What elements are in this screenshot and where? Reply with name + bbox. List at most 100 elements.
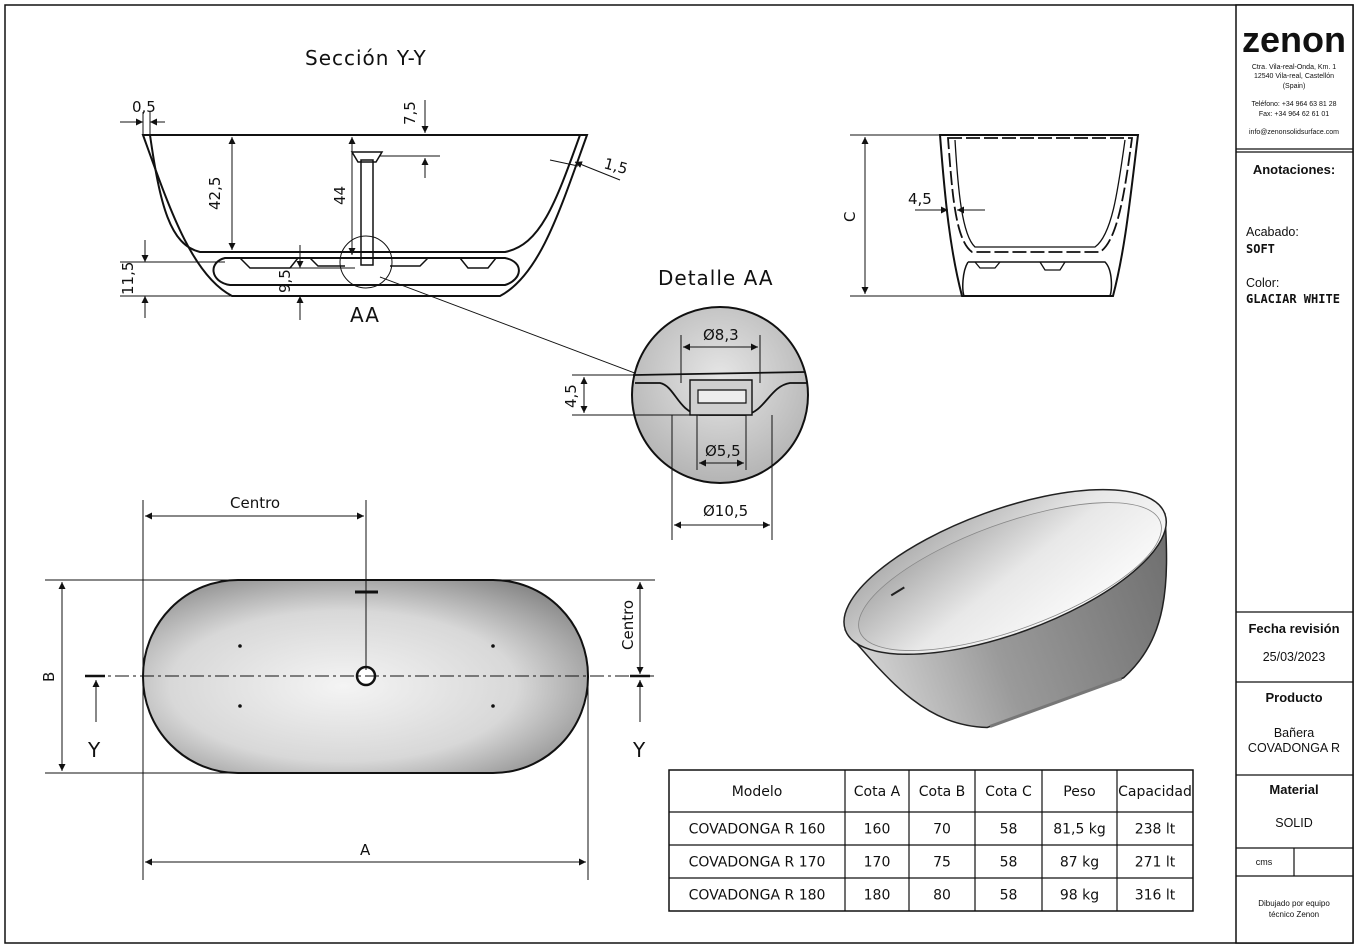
address-line-1: Ctra. Vila-real-Onda, Km. 1: [1252, 64, 1336, 71]
table-cell: 58: [1000, 855, 1018, 871]
table-cell: COVADONGA R 160: [689, 822, 826, 838]
annotations-label: Anotaciones:: [1253, 162, 1335, 177]
dim-centro-x: Centro: [230, 494, 280, 512]
dim-height-c: C: [841, 212, 859, 222]
table-header-cell: Modelo: [732, 784, 783, 800]
color-label: Color:: [1246, 276, 1279, 290]
section-inner-bowl: [148, 134, 582, 253]
dim-side-wall: 4,5: [908, 190, 932, 208]
drawn-by-line-2: técnico Zenon: [1269, 910, 1319, 919]
cut-label-right: Y: [632, 738, 646, 762]
section-view: Sección Y-Y AA 0,5 42,5 44 7,5 1,5: [119, 46, 641, 376]
address-line-3: (Spain): [1283, 83, 1306, 90]
side-base-ribs: [974, 261, 1066, 271]
section-overflow-pipe: [360, 159, 374, 266]
units: cms: [1256, 857, 1273, 867]
table-cell: 170: [864, 855, 891, 871]
product-label: Producto: [1265, 690, 1322, 705]
table-header-cell: Capacidad: [1118, 784, 1192, 800]
material-label: Material: [1269, 782, 1318, 797]
plan-foot: [491, 704, 495, 708]
render-overflow: [890, 586, 905, 597]
table-header-cell: Cota B: [919, 784, 965, 800]
detail-drain-ring: [697, 389, 747, 404]
dim-drain-height: 9,5: [276, 269, 294, 293]
detail-callout-circle: [339, 235, 393, 289]
finish-label: Acabado:: [1246, 225, 1299, 239]
table-cell: 80: [933, 888, 951, 904]
drawn-by-line-1: Dibujado por equipo: [1258, 899, 1330, 908]
side-inner-bowl: [947, 137, 1134, 253]
table-header-cell: Peso: [1063, 784, 1095, 800]
table-cell: 70: [933, 822, 951, 838]
table-cell: 316 lt: [1135, 888, 1176, 904]
table-cell: 160: [864, 822, 891, 838]
table-header-cell: Cota A: [854, 784, 901, 800]
dim-overflow-top: 7,5: [401, 101, 419, 125]
table-cell: 75: [933, 855, 951, 871]
address-line-2: 12540 Vila-real, Castellón: [1254, 73, 1334, 80]
render-3d: [843, 488, 1168, 729]
spec-table: Modelo Cota A Cota B Cota C Peso CapacidadCOV…: [668, 769, 1194, 912]
render-inner: [858, 502, 1162, 651]
dim-centro-y: Centro: [619, 600, 637, 650]
detail-view: Detalle AA Ø8,3 Ø5,5 Ø10,5 4,5: [562, 266, 809, 540]
revision-label: Fecha revisión: [1248, 621, 1339, 636]
dim-detail-h: 4,5: [562, 384, 580, 408]
cut-label-left: Y: [87, 738, 101, 762]
section-title: Sección Y-Y: [305, 46, 427, 70]
dim-rim: 0,5: [132, 98, 156, 116]
side-outer-shell: [938, 134, 1140, 297]
table-cell: 238 lt: [1135, 822, 1176, 838]
dim-width-b: B: [40, 672, 58, 682]
table-header-cell: Cota C: [985, 784, 1032, 800]
section-overflow-head: [350, 151, 384, 163]
product-line-1: Bañera: [1274, 726, 1314, 740]
title-block-frame: [1235, 4, 1354, 944]
brand-logo: zenon: [1242, 19, 1346, 60]
side-view: C 4,5: [841, 134, 1140, 297]
phone: Teléfono: +34 964 63 81 28: [1251, 101, 1336, 108]
fax: Fax: +34 964 62 61 01: [1259, 111, 1329, 118]
table-cell: 180: [864, 888, 891, 904]
dim-detail-d3: Ø10,5: [703, 502, 748, 520]
color-value: GLACIAR WHITE: [1246, 292, 1340, 306]
dim-base-height: 11,5: [119, 262, 137, 295]
ext-line: [549, 159, 579, 167]
dim-wall-side: 1,5: [602, 154, 630, 178]
dim-detail-d1: Ø8,3: [703, 326, 739, 344]
table-cell: 98 kg: [1060, 888, 1099, 904]
section-base-ribs: [239, 257, 497, 269]
plan-view: Centro Centro B A Y Y: [40, 494, 655, 880]
finish-value: SOFT: [1246, 242, 1275, 256]
dim-line-wall: [574, 161, 621, 181]
dim-detail-d2: Ø5,5: [705, 442, 741, 460]
detail-title: Detalle AA: [658, 266, 774, 290]
title-block: zenon Ctra. Vila-real-Onda, Km. 1 12540 …: [1235, 4, 1354, 944]
table-cell: COVADONGA R 170: [689, 855, 826, 871]
render-base: [989, 677, 1123, 728]
detail-leader-line: [379, 276, 641, 376]
table-cell: 58: [1000, 822, 1018, 838]
plan-foot: [491, 644, 495, 648]
plan-foot: [238, 644, 242, 648]
table-cell: 81,5 kg: [1053, 822, 1106, 838]
section-outer-shell: [141, 134, 589, 297]
email: info@zenonsolidsurface.com: [1249, 129, 1339, 136]
dim-length-a: A: [360, 841, 371, 859]
table-cell: 87 kg: [1060, 855, 1099, 871]
plan-foot: [238, 704, 242, 708]
revision-date: 25/03/2023: [1263, 650, 1326, 664]
section-base-cavity: [212, 257, 520, 286]
table-frame: [668, 769, 1194, 912]
side-inner-bowl-2: [954, 139, 1126, 248]
dim-depth: 42,5: [206, 177, 224, 210]
table-cell: COVADONGA R 180: [689, 888, 826, 904]
material-value: SOLID: [1275, 816, 1313, 830]
side-base: [962, 261, 1113, 297]
dim-overflow-height: 44: [331, 186, 349, 205]
detail-callout-label: AA: [350, 303, 380, 327]
product-line-2: COVADONGA R: [1248, 741, 1340, 755]
table-cell: 271 lt: [1135, 855, 1176, 871]
